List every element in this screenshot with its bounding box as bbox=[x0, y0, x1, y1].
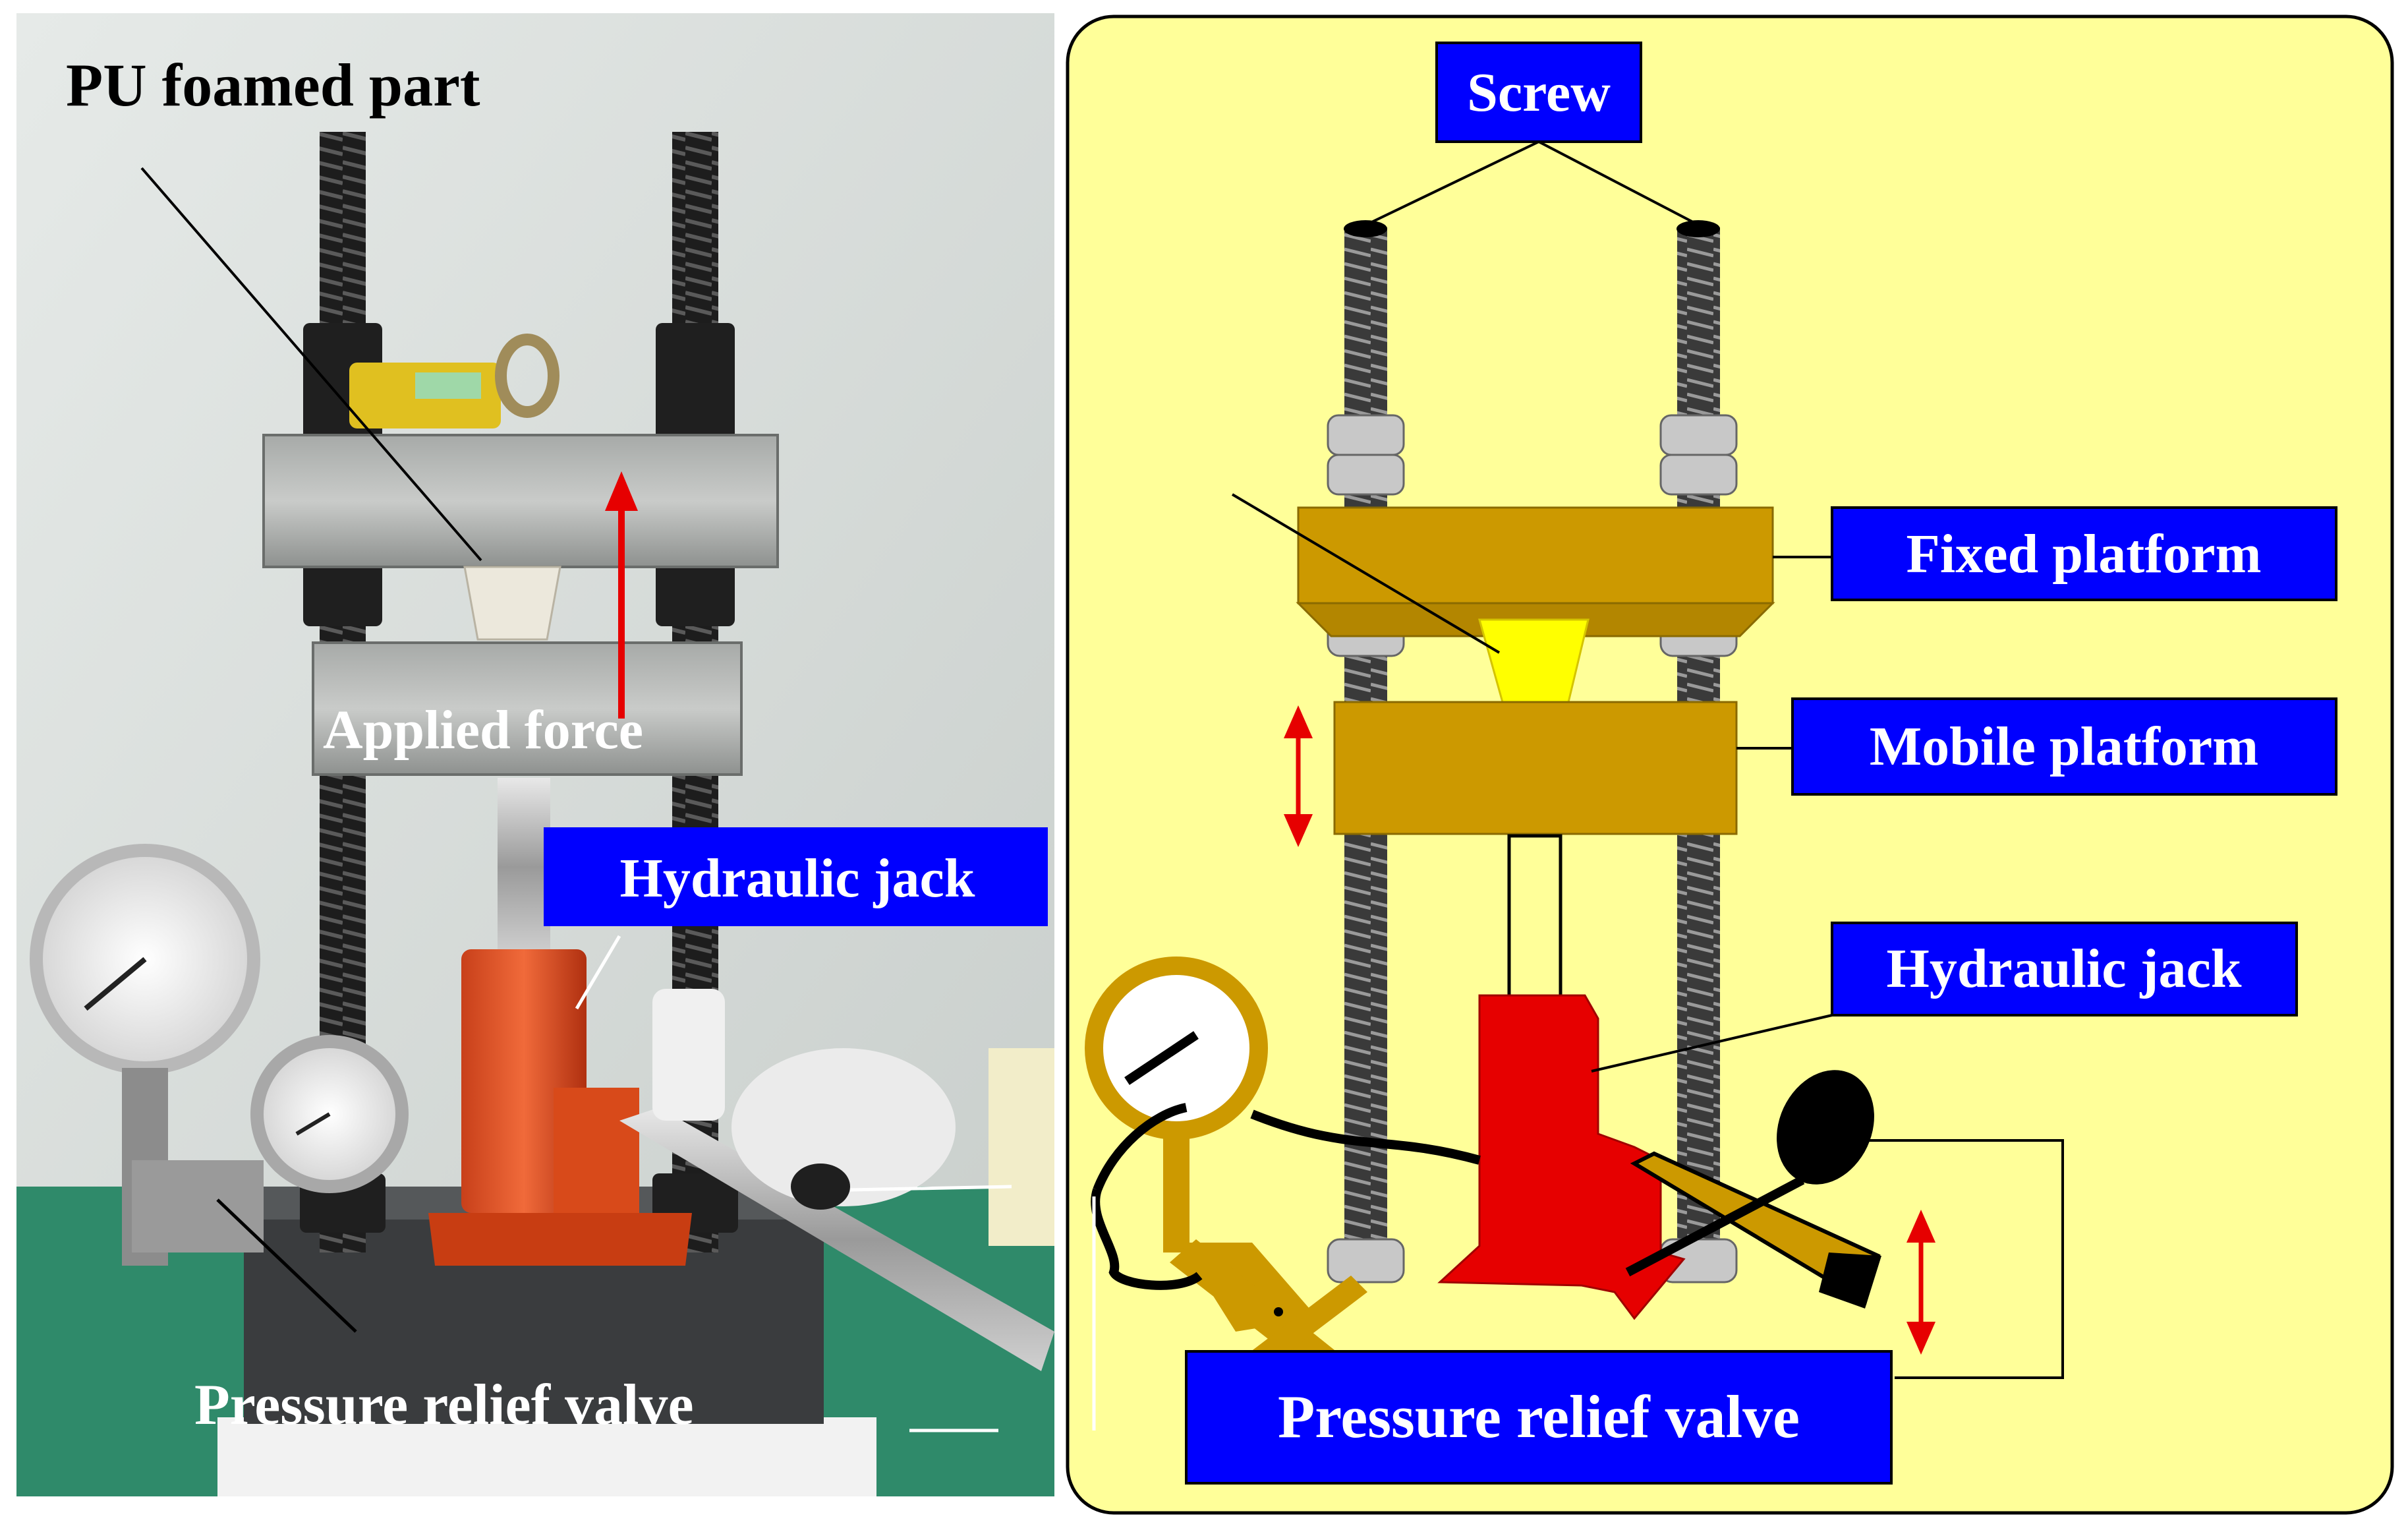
label-schematic-hydraulic-jack: Hydraulic jack bbox=[1887, 938, 2242, 999]
photo-hydraulic-jack-base bbox=[428, 1213, 692, 1266]
leader-photo-hydraulic-jack bbox=[575, 935, 621, 1010]
label-mobile-platform-box bbox=[1791, 697, 2337, 796]
photo-gauge-needle-small bbox=[295, 1112, 331, 1136]
label-photo-hydraulic-jack: Hydraulic jack bbox=[620, 848, 975, 909]
schematic-pump-handle-grip bbox=[1819, 1252, 1881, 1309]
label-photo-hydraulic-jack-box bbox=[544, 827, 1048, 926]
eyebolt bbox=[495, 334, 559, 418]
photo-valve-block bbox=[132, 1160, 264, 1252]
schematic-mobile-platform bbox=[1333, 701, 1738, 835]
schematic-valve-lever-b bbox=[1242, 1276, 1367, 1374]
leader-screw-left bbox=[1367, 140, 1539, 225]
label-screw-box bbox=[1435, 42, 1642, 143]
photo-white-cloth bbox=[217, 1417, 876, 1496]
schematic-hydraulic-jack bbox=[1437, 994, 1686, 1320]
schematic-jack-ram bbox=[1507, 834, 1562, 999]
schematic-screw-top-right bbox=[1677, 220, 1720, 237]
label-fixed-platform-box bbox=[1831, 506, 2337, 601]
schematic-pump-knob bbox=[1777, 1070, 1874, 1185]
label-applied-force: Applied force bbox=[323, 699, 643, 761]
schematic-fixed-platform bbox=[1296, 506, 1775, 637]
label-schematic-pressure-relief-valve: Pressure relief valve bbox=[1278, 1383, 1800, 1450]
photo-jack-handle bbox=[619, 1107, 1054, 1371]
schematic-nut-top-right bbox=[1659, 414, 1738, 496]
leader-schematic-hydraulic-jack bbox=[1591, 1014, 1833, 1073]
leader-photo-relief-valve bbox=[216, 1198, 357, 1333]
photo-white-box bbox=[989, 1048, 1054, 1246]
schematic-gauge-stem bbox=[1163, 1137, 1190, 1252]
photo-jack-ram bbox=[498, 778, 550, 956]
photo-handle-knob bbox=[791, 1164, 850, 1210]
schematic-gauge-needle bbox=[1124, 1031, 1199, 1085]
photo-gauge-needle-large bbox=[84, 957, 147, 1011]
schematic-pump-rod bbox=[1625, 1175, 1805, 1277]
photo-panel: PU foamed part Applied force Hydraulic j… bbox=[16, 13, 1054, 1496]
mobile-platform-motion-arrow bbox=[1284, 705, 1313, 847]
applied-force-arrow-head bbox=[605, 471, 638, 511]
leader-screw-right bbox=[1538, 140, 1698, 225]
label-pu-foamed-part: PU foamed part bbox=[66, 51, 480, 119]
photo-fixed-platform bbox=[262, 434, 779, 568]
label-screw: Screw bbox=[1467, 62, 1611, 123]
schematic-screw-top-left bbox=[1344, 220, 1387, 237]
photo-nut-top-right bbox=[656, 323, 735, 442]
schematic-nut-top-left bbox=[1327, 414, 1405, 496]
photo-hydraulic-jack-pump bbox=[554, 1088, 639, 1213]
spirit-level-window bbox=[415, 372, 481, 399]
label-schematic-relief-valve-box bbox=[1185, 1350, 1893, 1485]
label-photo-pressure-relief-valve: Pressure relief valve bbox=[194, 1373, 694, 1437]
schematic-nut-bottom-left bbox=[1327, 1238, 1405, 1283]
leader-photo-handle bbox=[849, 1185, 1012, 1192]
schematic-panel: Screw Fixed platform Mobile platform Hyd… bbox=[1066, 15, 2394, 1515]
label-fixed-platform: Fixed platform bbox=[1906, 523, 2262, 585]
leader-schematic-foam bbox=[1231, 493, 1501, 654]
schematic-valve-lever-a bbox=[1170, 1239, 1344, 1378]
schematic-valve-pivot bbox=[1274, 1307, 1283, 1316]
photo-plastic-bag bbox=[731, 1048, 956, 1206]
schematic-hose bbox=[1091, 1103, 1481, 1290]
label-schematic-hydraulic-jack-box bbox=[1831, 922, 2298, 1016]
label-mobile-platform: Mobile platform bbox=[1870, 716, 2258, 777]
leader-schematic-pump-bracket bbox=[1868, 1139, 2064, 1379]
photo-mobile-platform bbox=[312, 641, 743, 776]
pu-foamed-cone bbox=[463, 566, 561, 641]
photo-bottle bbox=[652, 989, 725, 1121]
pump-handle-motion-arrow bbox=[1906, 1210, 1935, 1355]
leader-pu-foamed-part bbox=[140, 167, 482, 562]
